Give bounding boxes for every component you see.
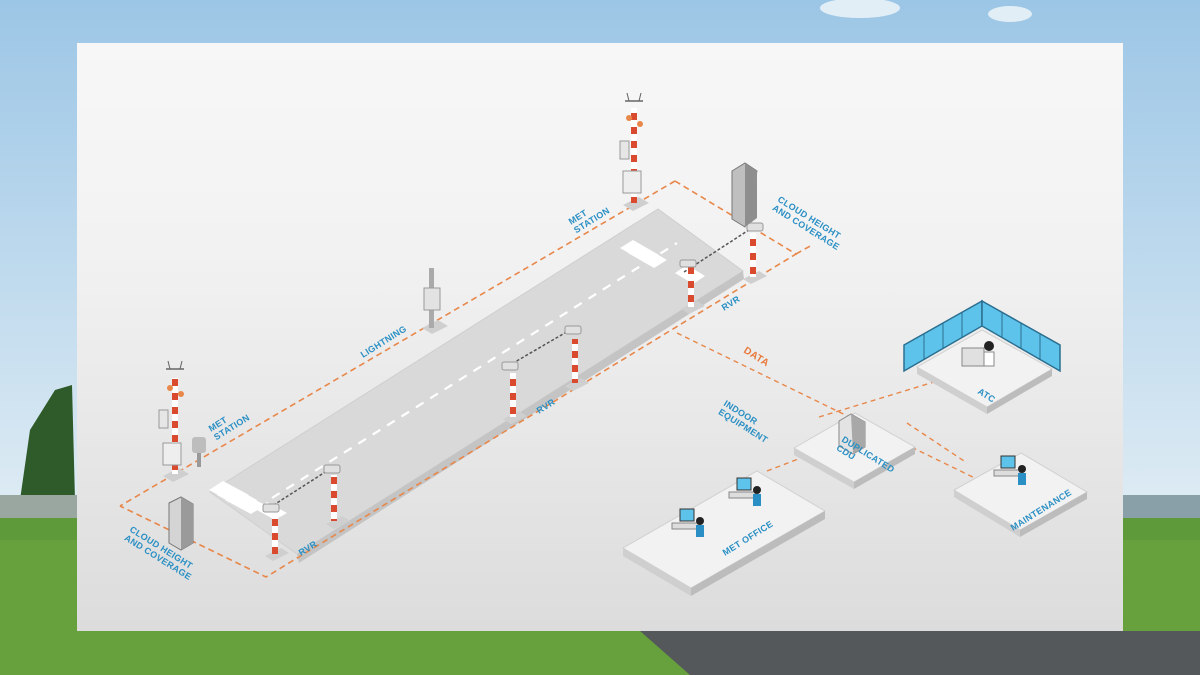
- runway: [209, 208, 744, 563]
- diagram-panel: MET STATION MET STATION CLOUD HEIGHT AND…: [77, 43, 1123, 631]
- duplicated-cdu-platform: [792, 412, 917, 489]
- label-cloud-height-top: CLOUD HEIGHT AND COVERAGE: [771, 194, 847, 252]
- met-station-mast-left: [158, 360, 206, 482]
- atc-platform: [903, 299, 1061, 414]
- ceilometer-left: [168, 496, 194, 551]
- label-indoor-equipment: INDOOR EQUIPMENT: [717, 398, 775, 445]
- rvr-sensor-middle: [501, 325, 589, 424]
- lightning-sensor: [422, 268, 448, 334]
- met-office-workstation-2: [728, 477, 761, 506]
- road: [640, 631, 1200, 675]
- label-data: DATA: [741, 345, 770, 369]
- met-office-platform: [622, 470, 826, 596]
- label-lightning: LIGHTNING: [359, 324, 409, 360]
- maintenance-platform: [953, 452, 1088, 537]
- label-met-station-top: MET STATION: [567, 197, 612, 235]
- ceilometer-top: [731, 162, 758, 228]
- aerodrome-weather-system-diagram: MET STATION MET STATION CLOUD HEIGHT AND…: [119, 92, 1088, 596]
- label-met-station-left: MET STATION: [207, 404, 252, 442]
- tree: [20, 385, 75, 500]
- atc-windows: [903, 299, 1061, 373]
- rvr-sensor-top: [679, 222, 767, 314]
- label-rvr-top: RVR: [720, 294, 742, 313]
- met-station-mast-top: [619, 92, 649, 211]
- rvr-sensor-bottom: [262, 464, 350, 561]
- met-office-workstation-1: [671, 508, 704, 537]
